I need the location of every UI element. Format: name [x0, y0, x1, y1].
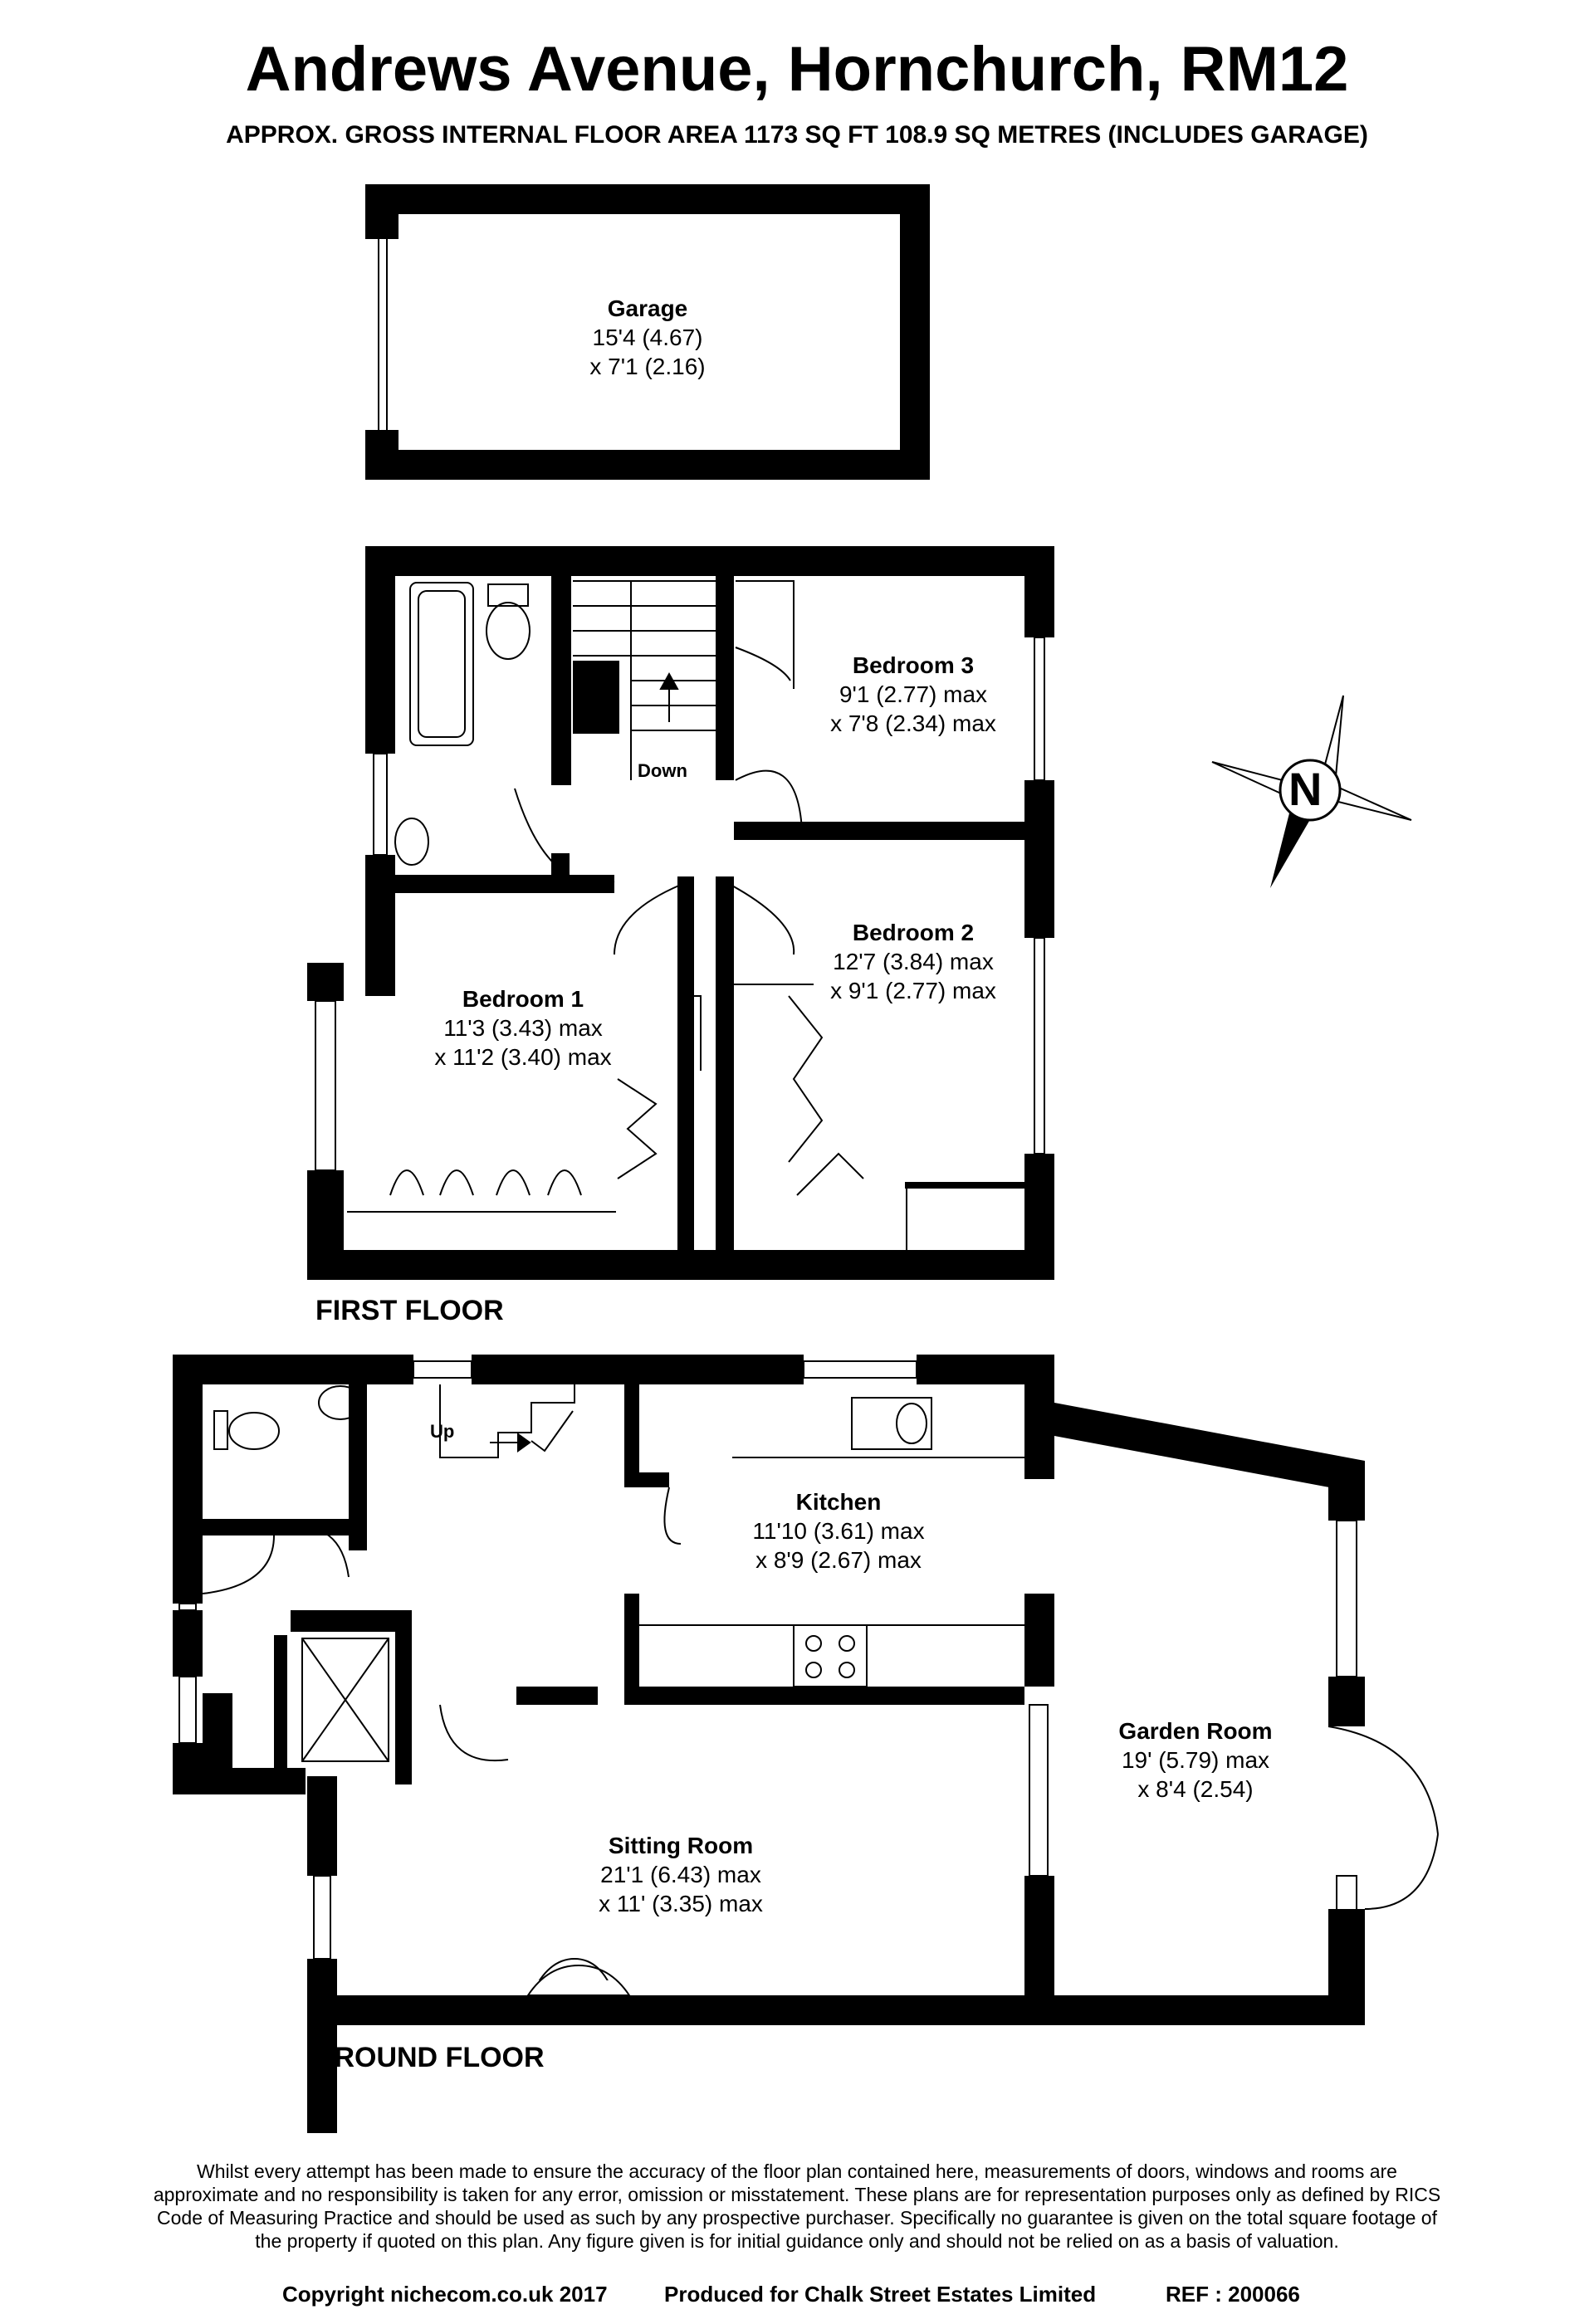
room-garage: Garage 15'4 (4.67) x 7'1 (2.16) — [531, 294, 764, 381]
page-title: Andrews Avenue, Hornchurch, RM12 — [245, 34, 1349, 105]
room-garage-dim1: 15'4 (4.67) — [592, 325, 703, 350]
footer-reference: REF : 200066 — [1166, 2282, 1300, 2307]
room-kitchen-name: Kitchen — [795, 1489, 882, 1515]
room-garage-name: Garage — [607, 295, 688, 321]
room-bedroom-1-dim1: 11'3 (3.43) max — [443, 1015, 603, 1041]
room-garden-room-name: Garden Room — [1118, 1718, 1273, 1744]
room-bedroom-1-name: Bedroom 1 — [462, 986, 584, 1012]
fixtures — [202, 580, 1439, 1996]
room-kitchen-dim2: x 8'9 (2.67) max — [755, 1547, 922, 1573]
room-sitting-room-dim2: x 11' (3.35) max — [599, 1891, 763, 1916]
room-kitchen: Kitchen 11'10 (3.61) max x 8'9 (2.67) ma… — [706, 1487, 971, 1575]
room-garden-room-dim1: 19' (5.79) max — [1121, 1747, 1270, 1773]
room-garage-dim2: x 7'1 (2.16) — [589, 354, 706, 379]
room-sitting-room-dim1: 21'1 (6.43) max — [600, 1862, 761, 1887]
footer-copyright: Copyright nichecom.co.uk 2017 — [282, 2282, 608, 2307]
first-floor-label: FIRST FLOOR — [315, 1295, 504, 1326]
room-bedroom-2-name: Bedroom 2 — [852, 920, 975, 945]
room-kitchen-dim1: 11'10 (3.61) max — [752, 1518, 925, 1544]
room-bedroom-1-dim2: x 11'2 (3.40) max — [434, 1044, 612, 1070]
disclaimer-text: Whilst every attempt has been made to en… — [153, 2160, 1441, 2252]
room-bedroom-3: Bedroom 3 9'1 (2.77) max x 7'8 (2.34) ma… — [780, 651, 1046, 738]
compass-north-label: N — [1288, 763, 1323, 815]
room-bedroom-3-dim2: x 7'8 (2.34) max — [830, 710, 996, 736]
windows — [178, 239, 1357, 1960]
walls — [173, 184, 1365, 2133]
room-bedroom-3-name: Bedroom 3 — [852, 652, 975, 678]
stairs-up-label: Up — [430, 1421, 455, 1442]
room-sitting-room: Sitting Room 21'1 (6.43) max x 11' (3.35… — [531, 1831, 830, 1918]
room-garden-room: Garden Room 19' (5.79) max x 8'4 (2.54) — [1079, 1716, 1312, 1804]
stairs-down-label: Down — [638, 760, 687, 781]
ground-floor-label: GROUND FLOOR — [312, 2042, 545, 2073]
floor-area-subtitle: APPROX. GROSS INTERNAL FLOOR AREA 1173 S… — [226, 121, 1368, 149]
compass-rose — [1211, 695, 1412, 888]
room-bedroom-2-dim2: x 9'1 (2.77) max — [830, 978, 996, 1003]
room-bedroom-3-dim1: 9'1 (2.77) max — [839, 681, 988, 707]
room-bedroom-2-dim1: 12'7 (3.84) max — [833, 949, 994, 974]
room-sitting-room-name: Sitting Room — [608, 1833, 754, 1858]
room-garden-room-dim2: x 8'4 (2.54) — [1137, 1776, 1254, 1802]
room-bedroom-1: Bedroom 1 11'3 (3.43) max x 11'2 (3.40) … — [382, 984, 664, 1072]
room-bedroom-2: Bedroom 2 12'7 (3.84) max x 9'1 (2.77) m… — [780, 918, 1046, 1005]
footer-produced-for: Produced for Chalk Street Estates Limite… — [664, 2282, 1097, 2307]
